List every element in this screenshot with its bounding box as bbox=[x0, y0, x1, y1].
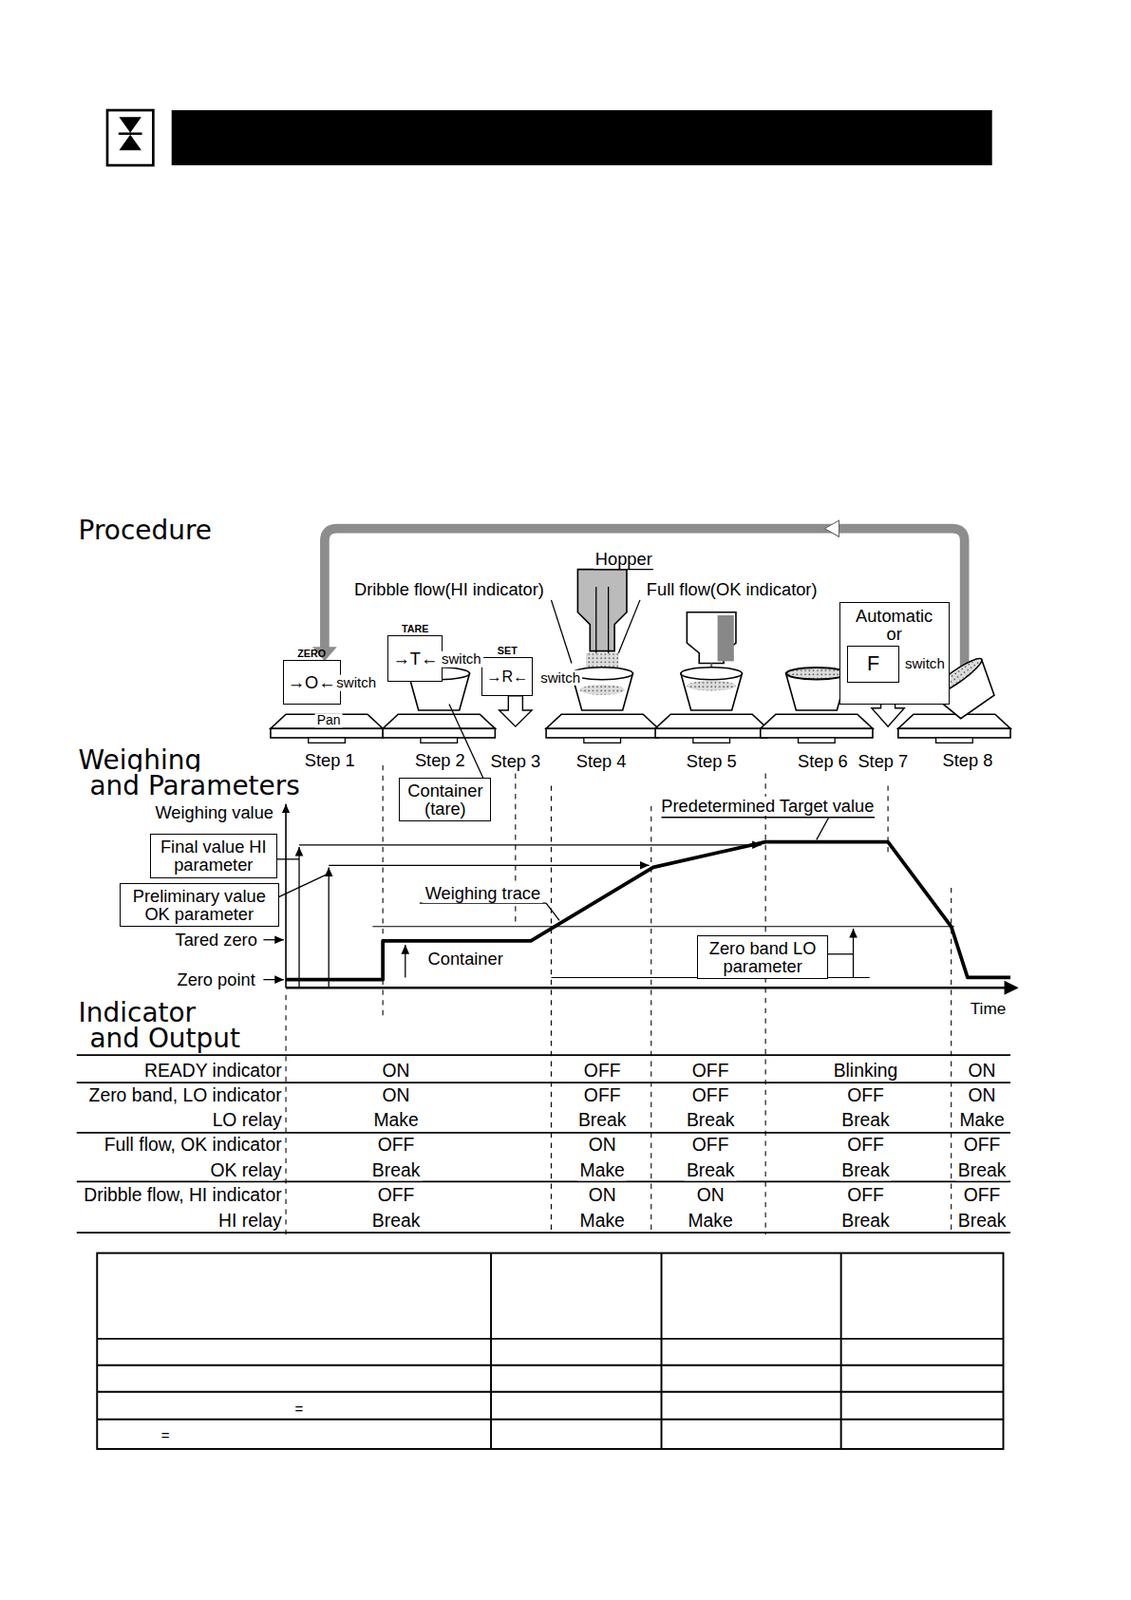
row-label: HI relay bbox=[216, 1210, 283, 1231]
row-label: OK relay bbox=[207, 1160, 282, 1181]
annotation: switch bbox=[538, 669, 583, 686]
section-heading: and Output bbox=[87, 1024, 243, 1055]
row-label: LO relay bbox=[210, 1111, 283, 1131]
table-cell: Blinking bbox=[831, 1060, 901, 1081]
annotation: Full flow(OK indicator) bbox=[644, 580, 820, 600]
table-cell: Break bbox=[684, 1160, 737, 1181]
box-text: ZERO bbox=[297, 648, 326, 660]
box-text: →R← bbox=[486, 668, 528, 685]
table-cell: ON bbox=[966, 1086, 999, 1107]
table-cell: OFF bbox=[845, 1086, 886, 1107]
switch-box: SET→R← bbox=[481, 657, 533, 697]
annotation: Weighing value bbox=[152, 803, 276, 823]
table-cell: Make bbox=[371, 1111, 420, 1131]
annotation: Step 3 bbox=[488, 752, 543, 772]
annotation: Step 5 bbox=[684, 752, 739, 772]
table-cell: ON bbox=[586, 1134, 619, 1155]
switch-box: Final value HI parameter bbox=[150, 833, 278, 878]
annotation: Step 1 bbox=[302, 751, 358, 771]
annotation: Tared zero bbox=[173, 930, 258, 950]
table-cell: Break bbox=[839, 1210, 892, 1231]
annotation: Step 8 bbox=[941, 751, 996, 771]
switch-box: Container (tare) bbox=[398, 777, 491, 822]
annotation: Zero point bbox=[174, 970, 255, 990]
table-cell: OFF bbox=[961, 1185, 1003, 1206]
table-cell: OFF bbox=[690, 1060, 732, 1081]
table-cell: OFF bbox=[582, 1086, 623, 1107]
annotation: Step 4 bbox=[574, 752, 629, 772]
table-cell: ON bbox=[586, 1185, 619, 1206]
switch-box: Preliminary value OK parameter bbox=[119, 883, 280, 927]
section-heading: and Parameters bbox=[87, 771, 302, 801]
box-text: →T← bbox=[392, 649, 438, 668]
annotation: switch bbox=[334, 675, 378, 692]
table-cell: Break bbox=[956, 1160, 1009, 1181]
box-text: Preliminary value OK parameter bbox=[124, 886, 275, 924]
table-cell: OFF bbox=[961, 1134, 1003, 1155]
annotation: Pan bbox=[315, 713, 343, 728]
table-cell: ON bbox=[380, 1086, 413, 1107]
box-text: Final value HI parameter bbox=[154, 837, 273, 874]
switch-box: Zero band LO parameter bbox=[697, 935, 829, 980]
table-cell: Break bbox=[370, 1210, 423, 1231]
table-cell: Break bbox=[839, 1160, 892, 1181]
table-cell: Break bbox=[839, 1111, 892, 1131]
box-text: →O← bbox=[287, 673, 337, 692]
row-label: Dribble flow, HI indicator bbox=[81, 1185, 282, 1206]
table-cell: Break bbox=[956, 1210, 1009, 1231]
annotation: Weighing trace bbox=[423, 883, 544, 903]
switch-box: F bbox=[847, 645, 900, 683]
box-text: Zero band LO parameter bbox=[701, 939, 824, 976]
switch-box: Automatic or F bbox=[839, 602, 950, 704]
annotation: Time bbox=[968, 999, 1009, 1018]
table-cell: = bbox=[159, 1428, 172, 1445]
table-cell: Break bbox=[684, 1111, 737, 1131]
table-cell: Break bbox=[576, 1111, 629, 1131]
switch-box: ZERO→O← bbox=[282, 659, 341, 704]
table-cell: = bbox=[293, 1401, 306, 1418]
table-cell: OFF bbox=[582, 1060, 623, 1081]
annotation: Step 6 bbox=[795, 752, 850, 772]
row-label: Full flow, OK indicator bbox=[102, 1134, 283, 1155]
table-cell: Make bbox=[957, 1111, 1006, 1131]
box-text: Container (tare) bbox=[399, 781, 491, 818]
annotation: Step 7 bbox=[855, 752, 910, 772]
annotation: switch bbox=[439, 651, 484, 668]
table-cell: ON bbox=[695, 1185, 727, 1206]
table-cell: ON bbox=[380, 1060, 413, 1081]
table-cell: OFF bbox=[845, 1134, 886, 1155]
annotation: Predetermined Target value bbox=[659, 796, 876, 816]
table-cell: OFF bbox=[690, 1086, 732, 1107]
section-heading: Procedure bbox=[76, 516, 214, 547]
box-text: F bbox=[867, 653, 880, 676]
table-cell: Make bbox=[578, 1210, 627, 1231]
box-text: SET bbox=[497, 645, 518, 657]
row-label: Zero band, LO indicator bbox=[87, 1086, 283, 1107]
annotation: Dribble flow(HI indicator) bbox=[352, 580, 547, 600]
table-cell: OFF bbox=[845, 1185, 886, 1206]
row-label: READY indicator bbox=[142, 1060, 283, 1081]
table-cell: Break bbox=[370, 1160, 423, 1181]
table-cell: Make bbox=[685, 1210, 735, 1231]
box-text: TARE bbox=[401, 622, 429, 634]
annotation: Hopper bbox=[593, 549, 655, 569]
switch-box: TARE→T← bbox=[387, 635, 443, 682]
table-cell: Make bbox=[578, 1160, 627, 1181]
box-text: Automatic or bbox=[847, 606, 942, 643]
table-cell: OFF bbox=[376, 1134, 417, 1155]
annotation: Step 2 bbox=[413, 751, 468, 771]
annotation: Container bbox=[426, 949, 506, 969]
table-cell: OFF bbox=[690, 1134, 732, 1155]
table-cell: OFF bbox=[376, 1185, 417, 1206]
table-cell: ON bbox=[966, 1060, 999, 1081]
annotation: switch bbox=[903, 655, 947, 672]
